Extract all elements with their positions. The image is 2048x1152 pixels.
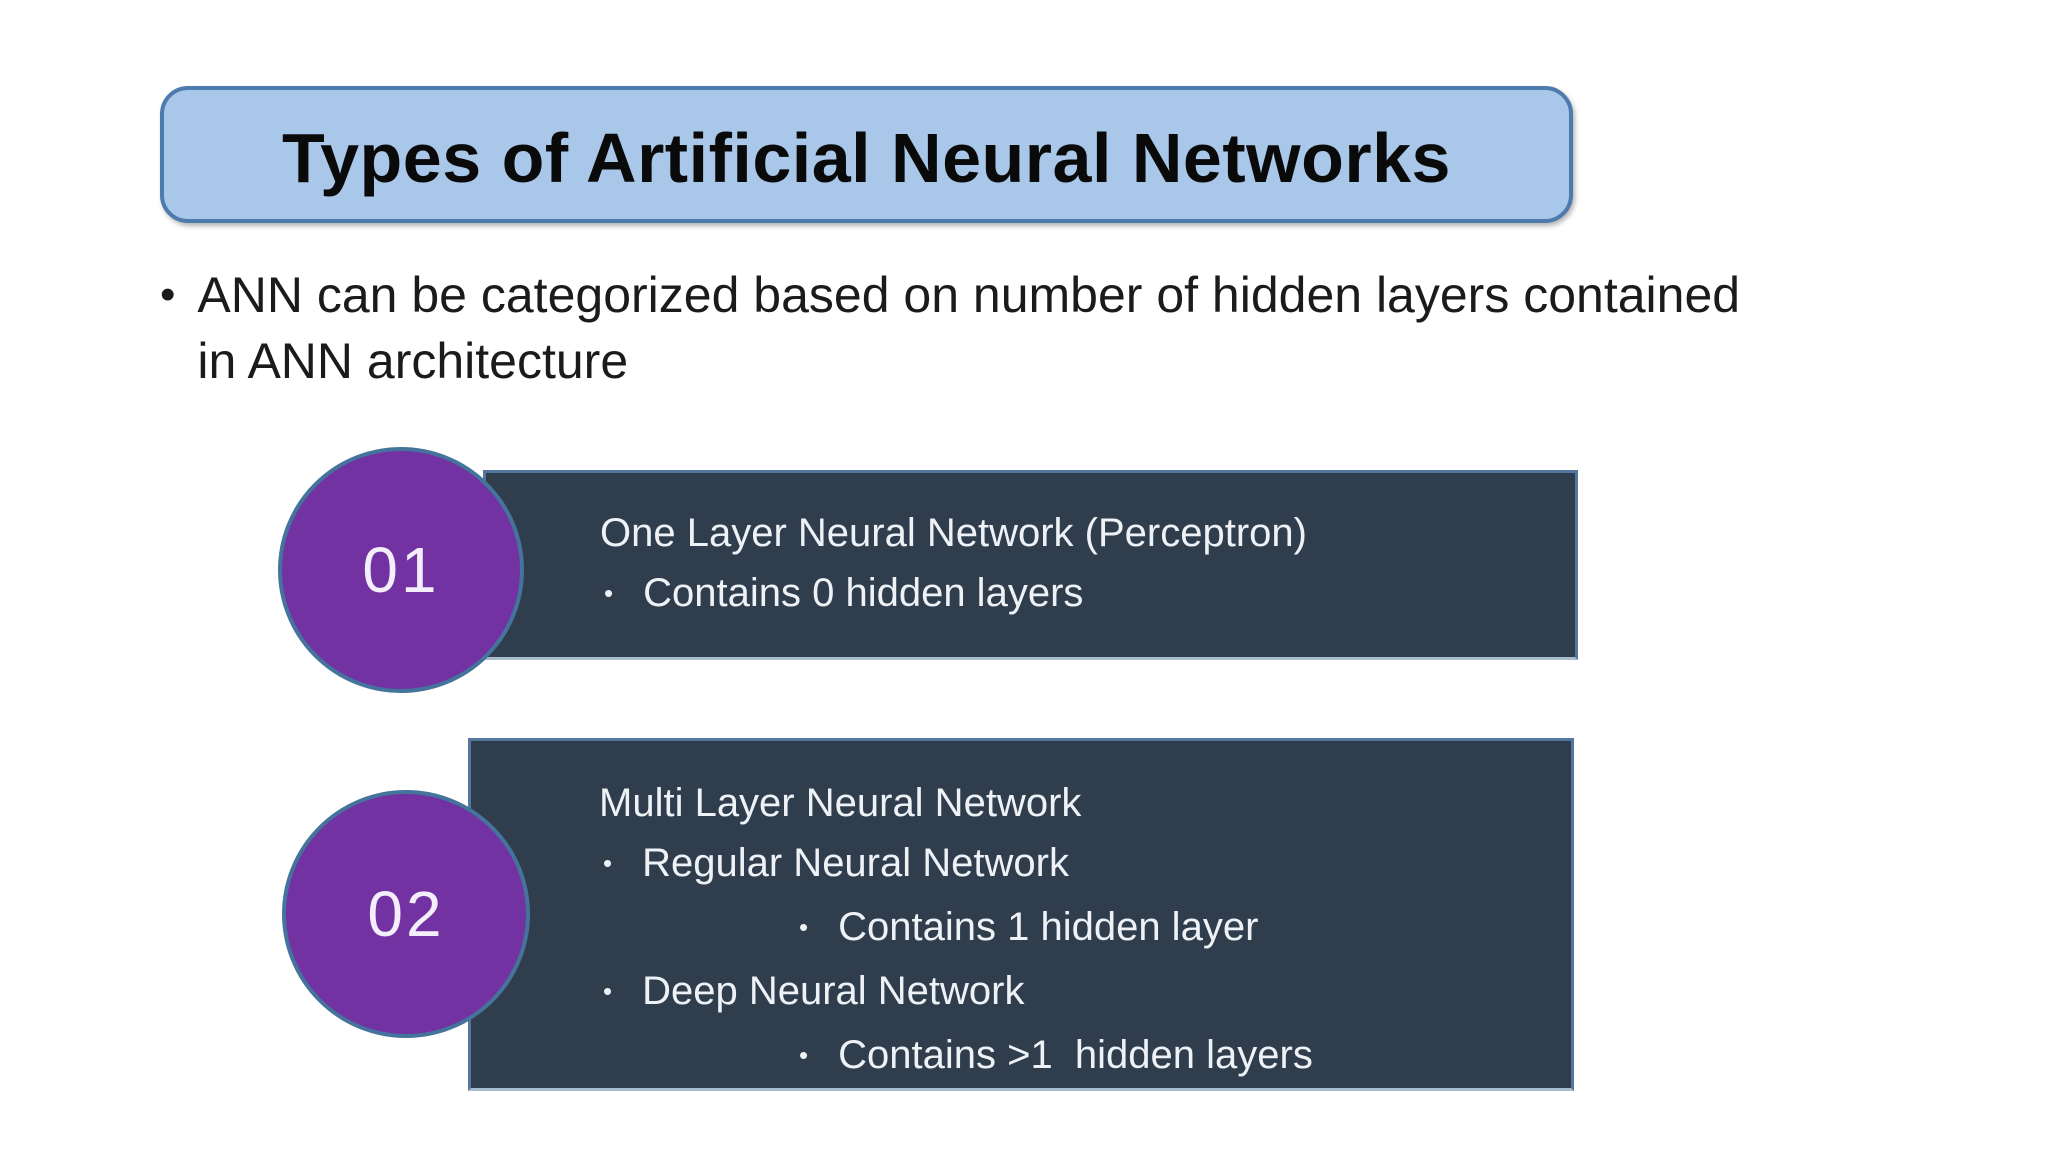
intro-line-1: ANN can be categorized based on number o… [197, 267, 1741, 323]
item-01-number: 01 [362, 534, 440, 606]
item-02-bullet-4: Contains >1 hidden layers [838, 1033, 1313, 1077]
bullet-icon: • [603, 976, 613, 1006]
intro-text: ANN can be categorized based on number o… [197, 262, 1740, 394]
bullet-icon: • [160, 270, 176, 319]
item-02-bullet-3: Deep Neural Network [642, 969, 1025, 1013]
item-01-number-badge: 01 [278, 447, 524, 693]
item-02-number: 02 [367, 878, 445, 950]
list-item: • Contains >1 hidden layers [799, 1025, 1541, 1089]
item-02-box: Multi Layer Neural Network • Regular Neu… [468, 738, 1574, 1091]
list-item: • Deep Neural Network [603, 961, 1541, 1025]
slide-title: Types of Artificial Neural Networks [282, 118, 1451, 197]
list-item: • Contains 0 hidden layers [604, 563, 1545, 627]
bullet-icon: • [604, 578, 614, 608]
item-01-box: One Layer Neural Network (Perceptron) • … [483, 470, 1578, 660]
item-02-bullet-1: Regular Neural Network [642, 841, 1069, 885]
list-item: • Contains 1 hidden layer [799, 897, 1541, 961]
intro-line-2: in ANN architecture [197, 333, 629, 389]
list-item: • Regular Neural Network [603, 833, 1541, 897]
bullet-icon: • [799, 912, 809, 942]
intro-bullet-item: • ANN can be categorized based on number… [160, 262, 1740, 394]
item-01-title: One Layer Neural Network (Perceptron) [600, 511, 1307, 555]
item-02-bullet-2: Contains 1 hidden layer [838, 905, 1259, 949]
bullet-icon: • [603, 848, 613, 878]
item-02-number-badge: 02 [282, 790, 530, 1038]
title-box: Types of Artificial Neural Networks [160, 86, 1573, 223]
item-02-title: Multi Layer Neural Network [599, 781, 1082, 825]
bullet-icon: • [799, 1040, 809, 1070]
item-01-bullet-1: Contains 0 hidden layers [643, 571, 1084, 615]
